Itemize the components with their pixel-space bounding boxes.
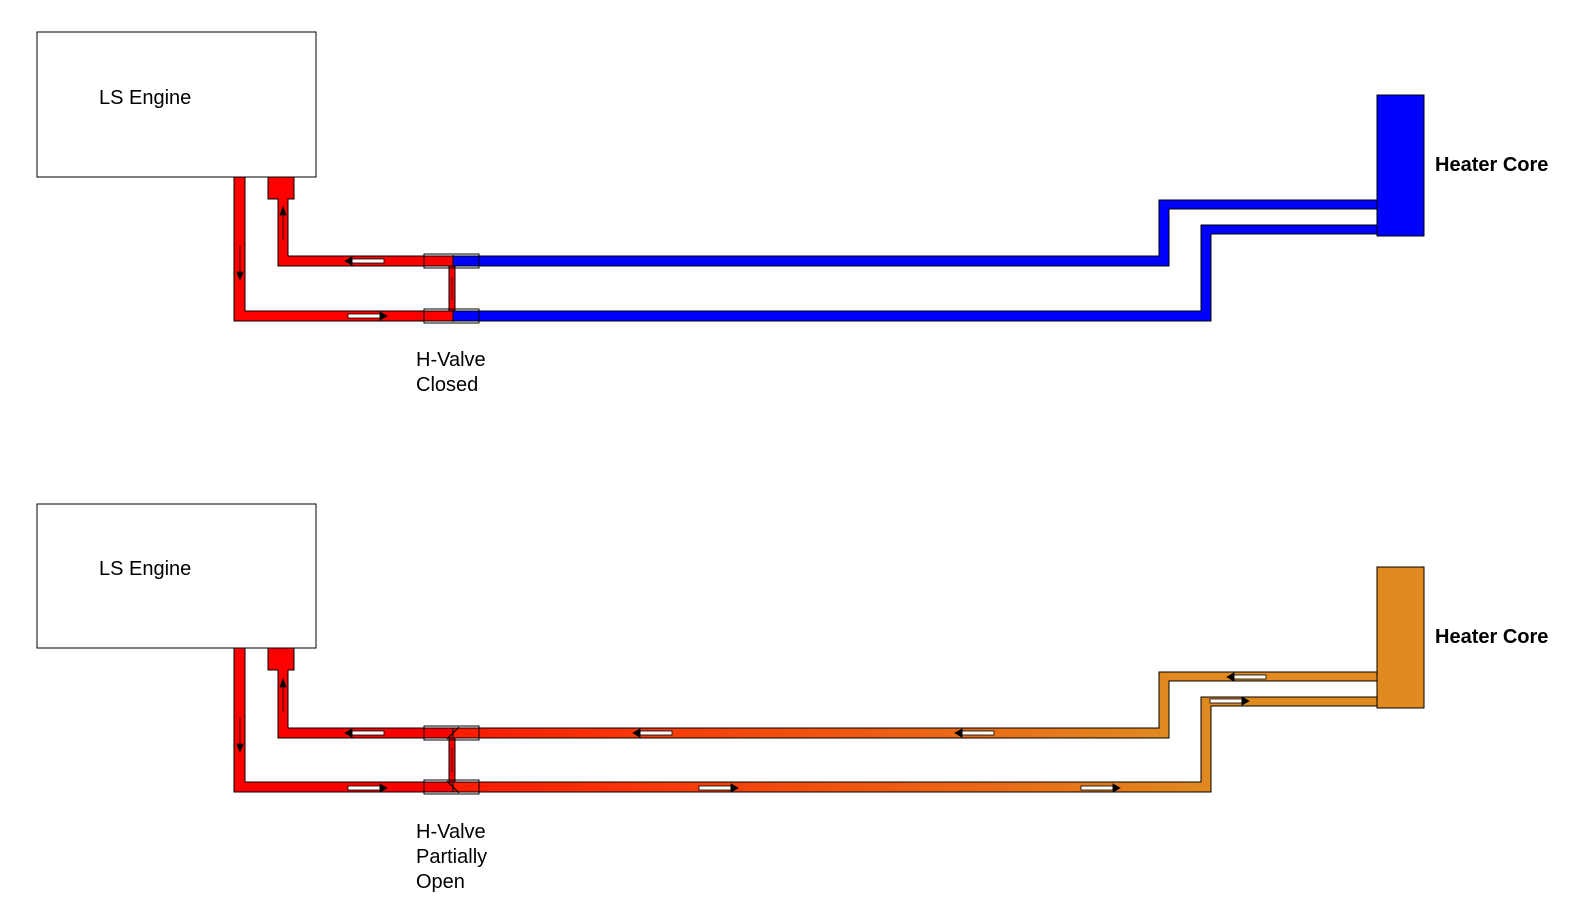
core-inlet-hose <box>452 671 1378 739</box>
panel-closed: LS Engine Heater Core <box>36 31 1548 396</box>
h-valve <box>423 253 480 324</box>
core-outlet-hose <box>452 696 1378 793</box>
flow-arrows <box>236 672 1267 793</box>
heater-core-label: Heater Core <box>1435 626 1548 648</box>
h-valve <box>423 725 480 795</box>
engine-label: LS Engine <box>99 558 191 580</box>
engine-return-hose <box>267 647 454 739</box>
engine-outlet-hose <box>233 647 454 793</box>
heater-core <box>1376 94 1425 237</box>
engine-block <box>36 31 317 178</box>
valve-label: H-Valve Closed <box>416 349 491 396</box>
engine-return-hose <box>267 176 454 267</box>
engine-outlet-hose <box>233 176 454 322</box>
heater-core <box>1376 566 1425 709</box>
engine-label: LS Engine <box>99 87 191 109</box>
valve-label: H-Valve Partially Open <box>416 821 493 893</box>
engine-block <box>36 503 317 649</box>
core-inlet-hose <box>452 199 1378 267</box>
core-outlet-hose <box>452 224 1378 322</box>
heater-core-label: Heater Core <box>1435 154 1548 176</box>
flow-arrows <box>236 205 453 321</box>
panel-partially-open: LS Engine Heater Core <box>36 503 1548 893</box>
